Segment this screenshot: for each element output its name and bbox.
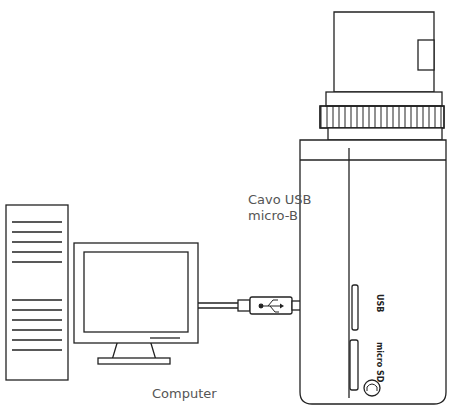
cable-label: Cavo USB micro-B [248,192,328,223]
usb-cable [198,297,306,314]
computer-tower [6,205,68,380]
computer-monitor [74,243,198,364]
slot-label: micro SD [374,342,384,382]
port-label: USB [374,294,384,312]
device-body [300,12,446,404]
computer-label: Computer [152,386,217,402]
